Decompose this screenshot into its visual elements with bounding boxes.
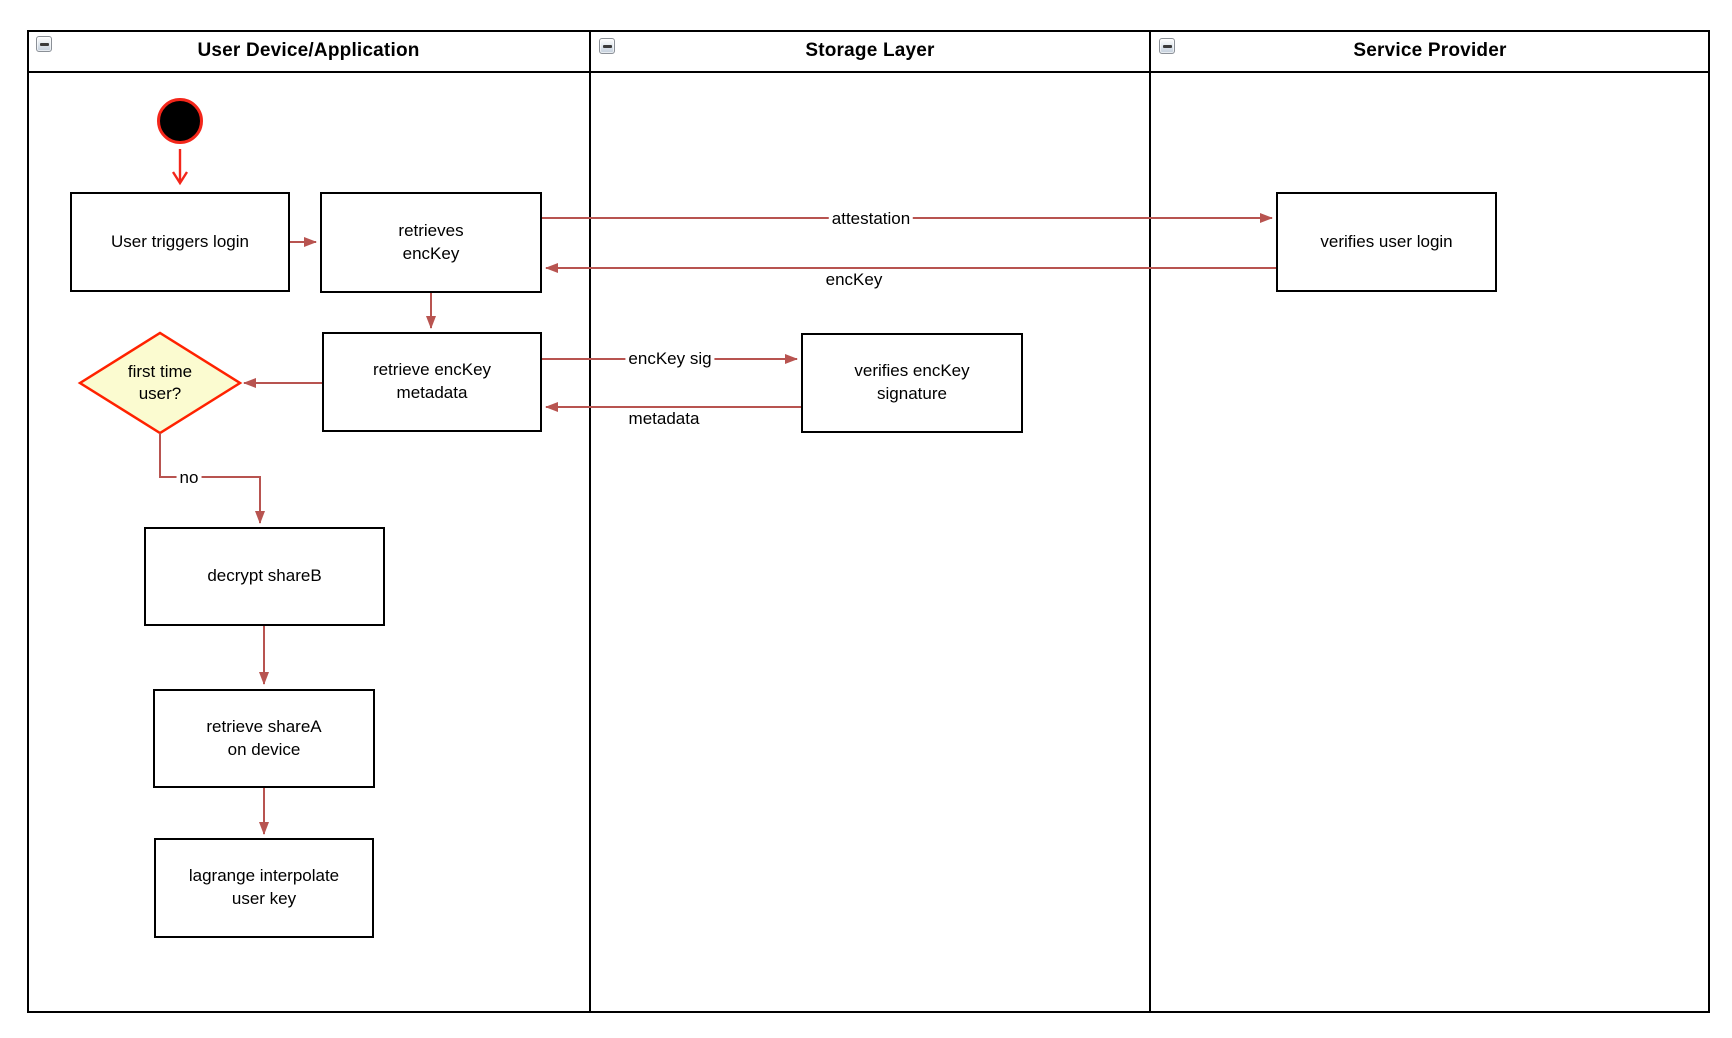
node-verifies-user-login: verifies user login <box>1276 192 1497 292</box>
node-verifies-enckey-signature: verifies encKey signature <box>801 333 1023 433</box>
node-decrypt-shareb: decrypt shareB <box>144 527 385 626</box>
edge-label-attestation: attestation <box>828 209 914 229</box>
node-retrieves-enckey: retrieves encKey <box>320 192 542 293</box>
minus-icon <box>39 42 49 46</box>
node-user-triggers-login: User triggers login <box>70 192 290 292</box>
lane-separator-1 <box>589 30 591 1013</box>
lane-header-service-provider: Service Provider <box>1150 30 1710 71</box>
start-node <box>157 98 203 144</box>
collapse-button-user-device[interactable] <box>36 36 52 52</box>
collapse-button-service-provider[interactable] <box>1159 38 1175 54</box>
decision-label-first-time-user: first time user? <box>127 361 193 403</box>
node-retrieve-enckey-metadata: retrieve encKey metadata <box>322 332 542 432</box>
minus-icon <box>602 44 612 48</box>
edge-label-enckey-sig: encKey sig <box>625 349 715 369</box>
edge-label-metadata: metadata <box>625 409 703 429</box>
lane-header-user-device: User Device/Application <box>27 30 590 71</box>
lane-header-storage-layer: Storage Layer <box>590 30 1150 71</box>
lane-title-user-device: User Device/Application <box>197 39 420 61</box>
edge-label-no: no <box>176 468 202 488</box>
collapse-button-storage-layer[interactable] <box>599 38 615 54</box>
minus-icon <box>1162 44 1172 48</box>
header-divider <box>27 71 1710 73</box>
lane-separator-2 <box>1149 30 1151 1013</box>
pool-frame <box>27 30 1710 1013</box>
edge-label-enckey: encKey <box>822 270 886 290</box>
node-retrieve-sharea-on-device: retrieve shareA on device <box>153 689 375 788</box>
node-lagrange-interpolate-user-key: lagrange interpolate user key <box>154 838 374 938</box>
lane-title-storage-layer: Storage Layer <box>805 39 935 61</box>
lane-title-service-provider: Service Provider <box>1353 39 1507 61</box>
